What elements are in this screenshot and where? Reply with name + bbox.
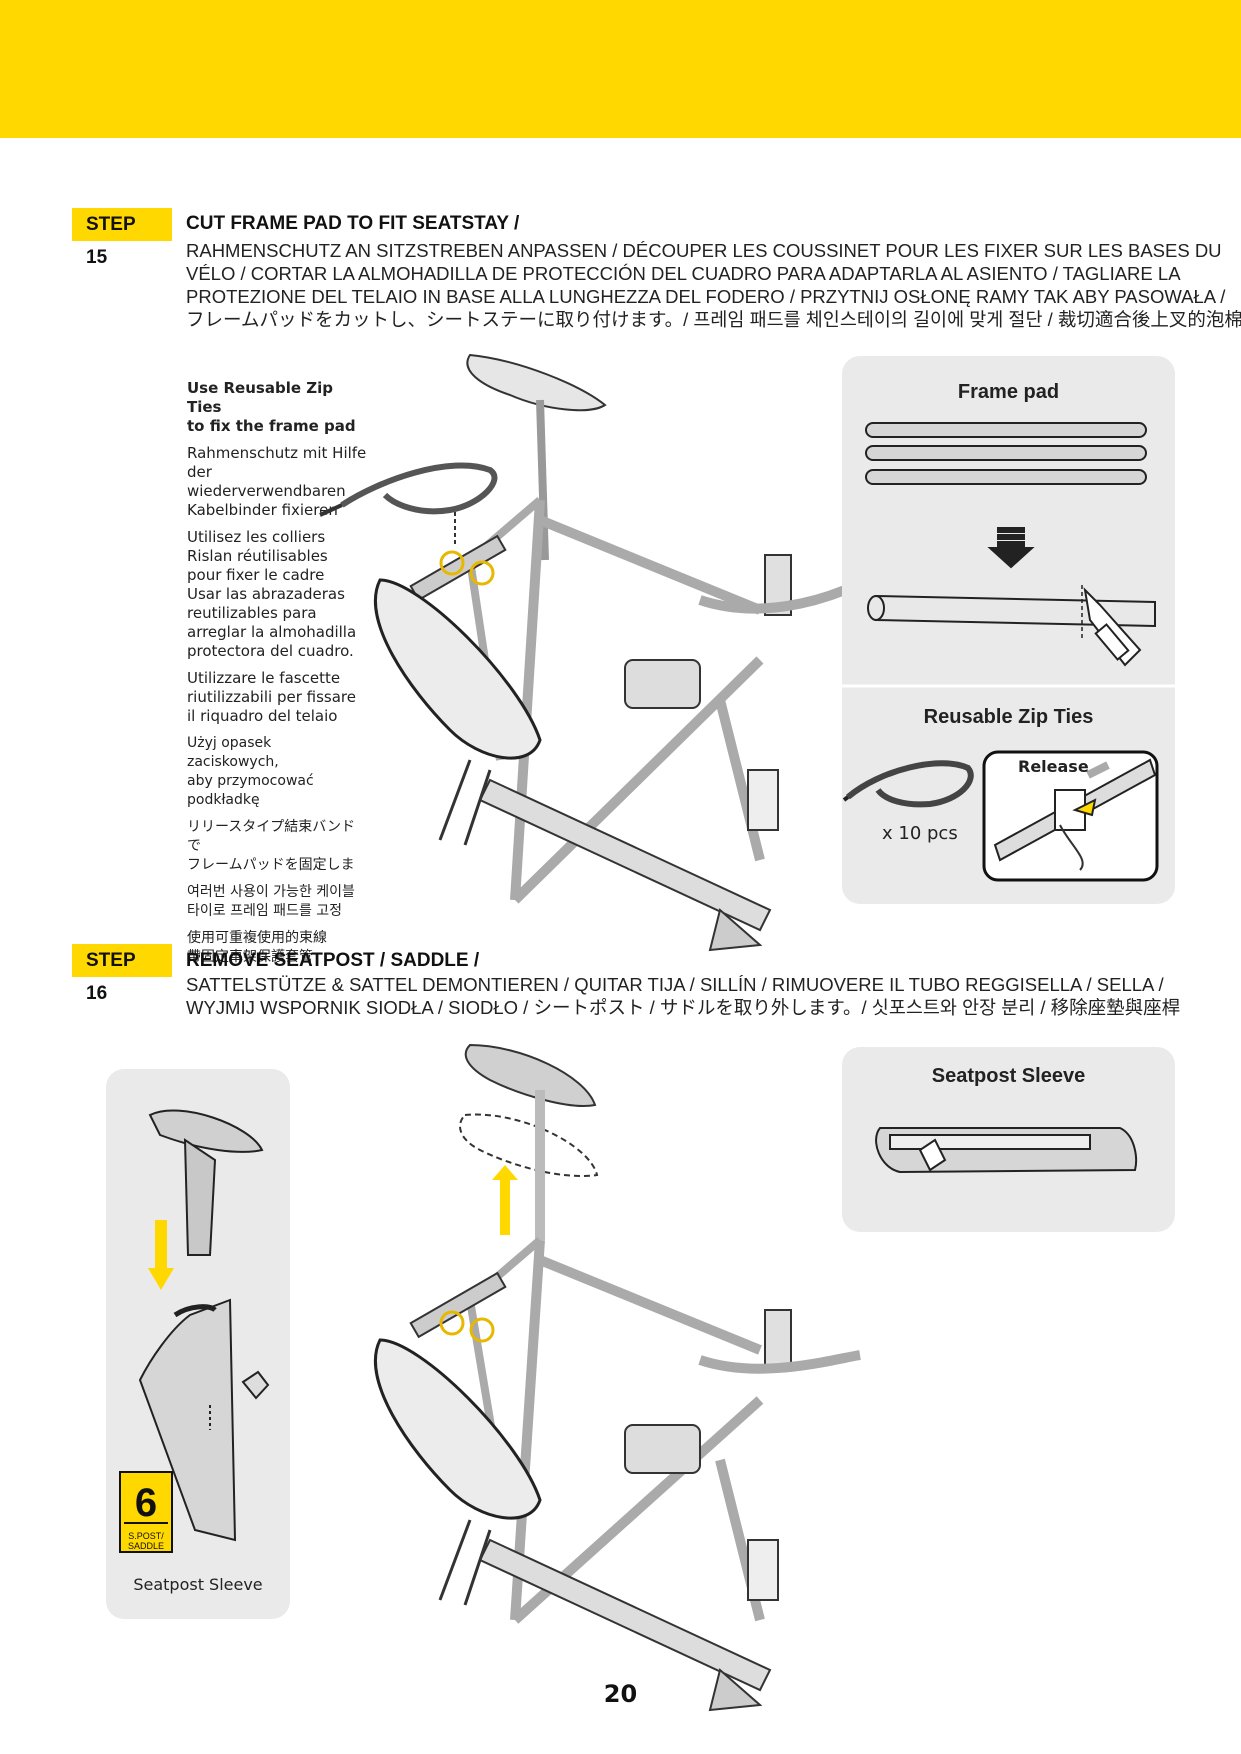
step-15-badge: STEP 15 (72, 208, 172, 268)
note-de: Rahmenschutz mit Hilfe der wiederverwend… (187, 444, 367, 519)
reusable-zip-ties-label: Reusable Zip Ties (923, 706, 1094, 728)
zip-tie-instructions: Use Reusable Zip Ties to fix the frame p… (187, 379, 367, 975)
header-band (0, 0, 1241, 138)
seatpost-sleeve-left-panel (106, 1069, 290, 1619)
step-16-line: WYJMIJ WSPORNIK SIODŁA / SIODŁO / シートポスト… (186, 997, 1181, 1018)
step-15-title: CUT FRAME PAD TO FIT SEATSTAY / (186, 213, 520, 234)
note-en: Use Reusable Zip Ties to fix the frame p… (187, 379, 356, 435)
note-ja: リリースタイプ結束バンドで フレームパッドを固定しま (187, 819, 355, 873)
step-15-line: RAHMENSCHUTZ AN SITZSTREBEN ANPASSEN / D… (186, 240, 1222, 261)
step-15-line: PROTEZIONE DEL TELAIO IN BASE ALLA LUNGH… (186, 286, 1226, 307)
step-15-line: VÉLO / CORTAR LA ALMOHADILLA DE PROTECCI… (186, 263, 1181, 284)
frame-pad-label: Frame pad (957, 381, 1060, 403)
seatpost-sleeve-caption: Seatpost Sleeve (133, 1575, 263, 1594)
seatpost-sleeve-label: Seatpost Sleeve (931, 1065, 1086, 1087)
step-16-title: REMOVE SEATPOST / SADDLE / (186, 950, 480, 971)
note-fr-es: Utilisez les colliers Rislan réutilisabl… (187, 528, 357, 660)
note-zh: 使用可重複使用的束線 帶固定車架保護套管 (187, 930, 327, 965)
release-label: Release (1018, 757, 1089, 776)
note-pl: Użyj opasek zaciskowych, aby przymocować… (187, 735, 314, 808)
step-16-translations: SATTELSTÜTZE & SATTEL DEMONTIEREN / QUIT… (186, 973, 1180, 1019)
note-it: Utilizzare le fascette riutilizzabili pe… (187, 669, 356, 725)
step-16-badge: STEP 16 (72, 944, 172, 1004)
step-15-translations: RAHMENSCHUTZ AN SITZSTREBEN ANPASSEN / D… (186, 239, 1241, 331)
page-number: 20 (603, 1680, 638, 1708)
step-15-line: フレームパッドをカットし、シートステーに取り付けます。/ 프레임 패드를 체인스… (186, 309, 1241, 330)
frame-pad-panel (842, 356, 1175, 904)
note-ko: 여러번 사용이 가능한 케이블 타이로 프레임 패드를 고정 (187, 884, 355, 919)
quantity-label: x 10 pcs (882, 823, 958, 844)
step-16-line: SATTELSTÜTZE & SATTEL DEMONTIEREN / QUIT… (186, 974, 1164, 995)
